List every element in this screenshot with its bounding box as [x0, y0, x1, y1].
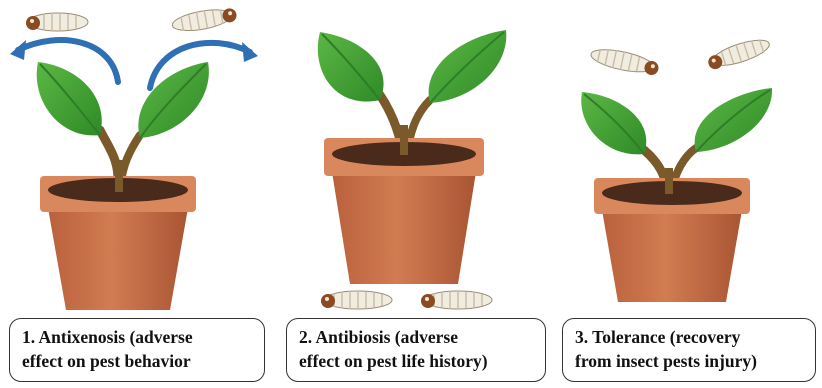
panel-antixenosis: 1. Antixenosis (adverse effect on pest b…: [0, 0, 270, 388]
larva-icon: [706, 35, 772, 72]
panel-tolerance: 3. Tolerance (recovery from insect pests…: [556, 0, 822, 388]
caption-line-1: 1. Antixenosis (adverse: [22, 325, 254, 349]
caption-line-1: 3. Tolerance (recovery: [575, 325, 805, 349]
caption-line-2: from insect pests injury): [575, 349, 805, 373]
larva-icon: [171, 5, 238, 34]
antibiosis-illustration: [280, 0, 550, 320]
potted-plant-icon: [581, 88, 772, 302]
larva-icon: [26, 13, 88, 31]
larva-icon: [321, 291, 392, 309]
caption-antibiosis: 2. Antibiosis (adverse effect on pest li…: [286, 318, 546, 382]
caption-line-1: 2. Antibiosis (adverse: [299, 325, 535, 349]
potted-plant-icon: [37, 62, 209, 310]
antixenosis-illustration: [0, 0, 270, 320]
tolerance-illustration: [556, 0, 822, 320]
potted-plant-icon: [318, 30, 507, 284]
caption-tolerance: 3. Tolerance (recovery from insect pests…: [562, 318, 816, 382]
caption-line-2: effect on pest behavior: [22, 349, 254, 373]
caption-line-2: effect on pest life history): [299, 349, 535, 373]
panel-antibiosis: 2. Antibiosis (adverse effect on pest li…: [280, 0, 550, 388]
caption-antixenosis: 1. Antixenosis (adverse effect on pest b…: [9, 318, 265, 382]
larva-icon: [421, 291, 492, 309]
larva-icon: [589, 45, 660, 77]
